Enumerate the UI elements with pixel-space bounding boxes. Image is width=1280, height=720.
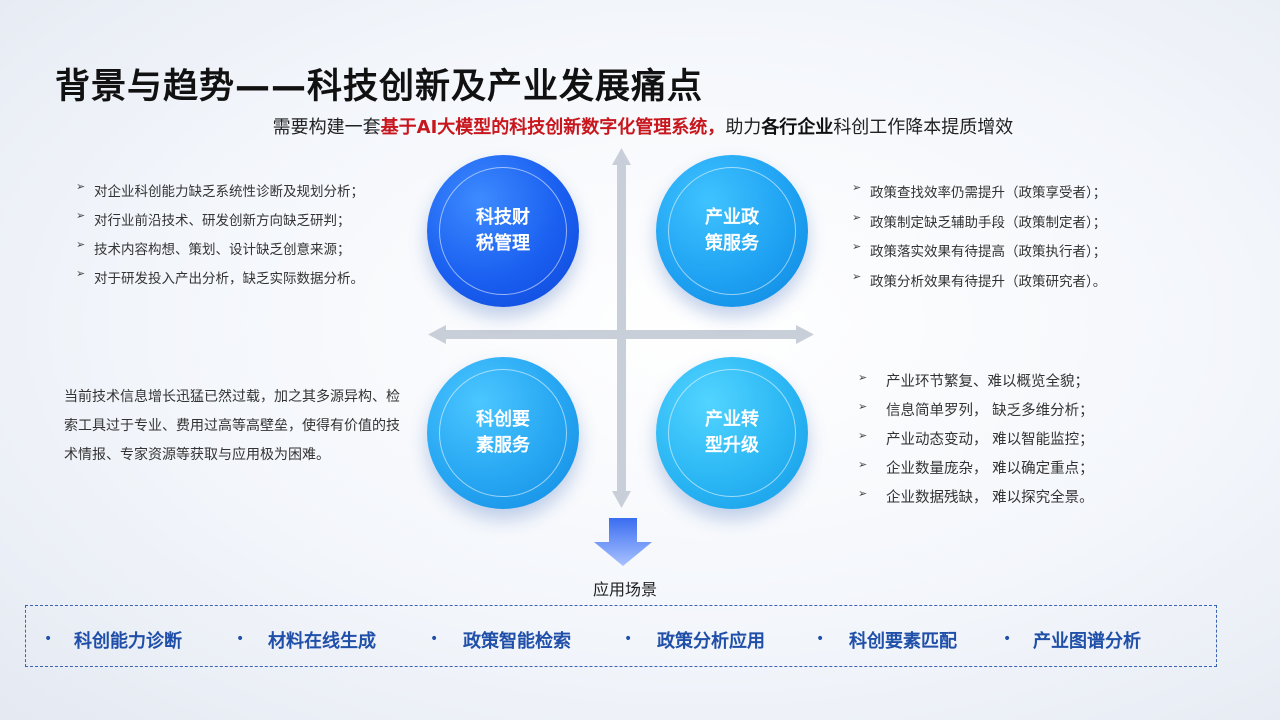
arrowhead-bullet-icon: ➢ xyxy=(858,487,868,500)
horizontal-axis xyxy=(440,330,803,339)
pain-points-bottom-left: 当前技术信息增长迅猛已然过载，加之其多源异构、检索工具过于专业、费用过高等高壁垒… xyxy=(64,389,400,463)
scenario-item: 政策分析应用 xyxy=(657,631,765,652)
list-item: ➢对企业科创能力缺乏系统性诊断及规划分析； xyxy=(76,180,364,200)
arrowhead-bullet-icon: ➢ xyxy=(76,180,86,193)
pain-points-top-right: ➢政策查找效率仍需提升（政策享受者）； ➢政策制定缺乏辅助手段（政策制定者）； … xyxy=(852,181,1106,299)
list-item: ➢政策落实效果有待提高（政策执行者）； xyxy=(852,240,1107,260)
pain-points-top-left: ➢对企业科创能力缺乏系统性诊断及规划分析； ➢对行业前沿技术、研发创新方向缺乏研… xyxy=(76,180,364,296)
arrowhead-bullet-icon: ➢ xyxy=(858,400,868,413)
axis-arrow-right-icon xyxy=(796,325,814,344)
arrowhead-bullet-icon: ➢ xyxy=(852,240,862,253)
arrowhead-bullet-icon: ➢ xyxy=(76,209,86,222)
scenario-item: 科创能力诊断 xyxy=(74,631,182,652)
bullet-dot-icon: • xyxy=(1003,631,1012,647)
list-item: ➢企业数据残缺， 难以探究全景。 xyxy=(858,487,1094,506)
arrowhead-bullet-icon: ➢ xyxy=(76,267,86,280)
list-item: ➢政策分析效果有待提升（政策研究者）。 xyxy=(852,269,1107,290)
circle-innovation-elements: 科创要 素服务 xyxy=(427,357,579,509)
circle-line-1: 产业转 xyxy=(705,409,759,430)
circle-line-1: 科创要 xyxy=(476,409,530,430)
arrowhead-bullet-icon: ➢ xyxy=(76,238,86,251)
arrowhead-bullet-icon: ➢ xyxy=(852,269,862,283)
circle-line-2: 税管理 xyxy=(476,233,530,254)
arrowhead-bullet-icon: ➢ xyxy=(858,429,868,442)
list-item: ➢企业数量庞杂， 难以确定重点； xyxy=(858,458,1094,477)
scene-label: 应用场景 xyxy=(592,580,657,599)
circle-tech-finance-tax: 科技财 税管理 xyxy=(427,155,579,307)
circle-industry-upgrade: 产业转 型升级 xyxy=(656,357,808,509)
subtitle-middle: 助力 xyxy=(725,117,762,138)
scenario-item: 政策智能检索 xyxy=(463,631,571,652)
bullet-dot-icon: • xyxy=(44,631,53,647)
scenarios-box xyxy=(25,605,1217,667)
axis-arrow-up-icon xyxy=(612,148,631,165)
subtitle-suffix: 科创工作降本提质增效 xyxy=(833,117,1014,138)
vertical-axis xyxy=(617,160,626,498)
scenario-item: 材料在线生成 xyxy=(268,631,376,652)
arrowhead-bullet-icon: ➢ xyxy=(852,181,862,194)
list-item: ➢政策查找效率仍需提升（政策享受者）； xyxy=(852,181,1107,201)
arrowhead-bullet-icon: ➢ xyxy=(858,371,868,384)
scenario-item: 产业图谱分析 xyxy=(1033,631,1141,652)
down-arrow-icon xyxy=(594,518,652,566)
list-item: ➢技术内容构想、策划、设计缺乏创意来源； xyxy=(76,238,351,258)
axis-arrow-down-icon xyxy=(612,491,631,508)
list-item: ➢产业动态变动， 难以智能监控； xyxy=(858,429,1094,448)
arrowhead-bullet-icon: ➢ xyxy=(858,458,868,471)
bullet-dot-icon: • xyxy=(816,631,825,647)
list-item: ➢对行业前沿技术、研发创新方向缺乏研判； xyxy=(76,209,351,229)
circle-line-1: 科技财 xyxy=(476,207,530,228)
list-item: ➢信息简单罗列， 缺乏多维分析； xyxy=(858,400,1094,419)
circle-line-2: 素服务 xyxy=(476,435,530,456)
page-title: 背景与趋势——科技创新及产业发展痛点 xyxy=(55,67,704,107)
bullet-dot-icon: • xyxy=(236,631,245,647)
list-item: ➢对于研发投入产出分析，缺乏实际数据分析。 xyxy=(76,267,364,287)
subtitle-highlight: 基于AI大模型的科技创新数字化管理系统， xyxy=(380,117,726,138)
subtitle-bold: 各行企业 xyxy=(761,117,834,138)
circle-line-2: 策服务 xyxy=(705,233,759,254)
list-item: ➢产业环节繁复、难以概览全貌； xyxy=(858,371,1089,390)
pain-points-bottom-right: ➢产业环节繁复、难以概览全貌； ➢信息简单罗列， 缺乏多维分析； ➢产业动态变动… xyxy=(858,370,1094,515)
subtitle-prefix: 需要构建一套 xyxy=(272,117,381,138)
subtitle: 需要构建一套基于AI大模型的科技创新数字化管理系统，助力各行企业科创工作降本提质… xyxy=(0,113,1280,139)
scenario-item: 科创要素匹配 xyxy=(849,631,957,652)
circle-line-1: 产业政 xyxy=(705,207,759,228)
list-item: ➢政策制定缺乏辅助手段（政策制定者）； xyxy=(852,210,1107,231)
circle-line-2: 型升级 xyxy=(705,435,759,456)
axis-arrow-left-icon xyxy=(428,325,446,344)
arrowhead-bullet-icon: ➢ xyxy=(852,210,862,224)
bullet-dot-icon: • xyxy=(430,631,439,647)
circle-industry-policy: 产业政 策服务 xyxy=(656,155,808,307)
bullet-dot-icon: • xyxy=(624,631,633,647)
